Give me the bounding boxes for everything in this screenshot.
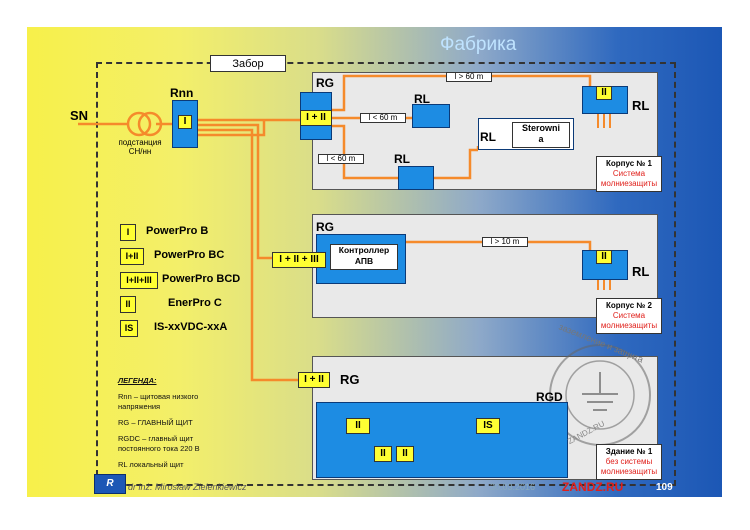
controller-line-1: Контроллер: [338, 245, 390, 255]
b2-name-box: Корпус № 2 Система молниезащиты: [596, 298, 662, 334]
footer-date: 30.03.2016: [490, 482, 536, 492]
note-line: RGDC – главный щит: [118, 434, 194, 443]
b3-dc-device-1: II: [346, 418, 370, 434]
b1-rl-label-1: RL: [414, 92, 430, 106]
b3-rgd-label: RGD: [536, 390, 563, 404]
footer-site: ZANDZ.RU: [562, 480, 624, 494]
b1-distance-2: l < 60 m: [360, 113, 406, 123]
b1-name: Корпус № 1: [606, 159, 652, 168]
b1-rl-label-3: RL: [480, 130, 496, 144]
b3-name-box: Здание № 1 без системы молниезащиты: [596, 444, 662, 480]
b1-distance-1: l > 60 m: [446, 72, 492, 82]
footer-logo: R: [94, 474, 126, 494]
notes-heading: ЛЕГЕНДА:: [118, 376, 157, 385]
notes: ЛЕГЕНДА: Rnn – щитовая низкого напряжени…: [118, 376, 200, 470]
fence-boundary: [96, 62, 676, 486]
substation-line-1: подстанция: [118, 138, 162, 147]
note-line: напряжения: [118, 402, 161, 411]
b3-rg-device: I + II: [298, 372, 330, 388]
b1-note-1: Система: [612, 169, 646, 178]
b1-rl-panel-2: [398, 166, 434, 190]
b1-rl-right-device: II: [596, 86, 612, 100]
b2-name: Корпус № 2: [606, 301, 652, 310]
substation-line-2: СН/нн: [128, 147, 152, 156]
legend-code: I+II: [120, 248, 144, 265]
legend-text: PowerPro B: [146, 225, 209, 237]
b2-controller: Контроллер АПВ: [330, 244, 398, 270]
note-line: RG – ГЛАВНЫЙ ЩИТ: [118, 418, 193, 427]
b2-rg-label: RG: [316, 220, 334, 234]
note-line: постоянного тока 220 В: [118, 444, 200, 453]
b3-note-2: молниезащиты: [600, 467, 658, 476]
b1-note-2: молниезащиты: [600, 179, 658, 188]
b2-note-2: молниезащиты: [600, 321, 658, 330]
footer-page: 109: [656, 482, 673, 493]
b3-rg-panel: [316, 402, 568, 478]
fence-label: Забор: [210, 55, 286, 72]
b3-dc-device-2: IS: [476, 418, 500, 434]
legend-code: I: [120, 224, 136, 241]
b2-rl-label: RL: [632, 264, 650, 279]
b2-distance: l > 10 m: [482, 237, 528, 247]
substation-label: подстанция СН/нн: [114, 138, 166, 156]
b2-note-1: Система: [612, 311, 646, 320]
rnn-label: Rnn: [170, 86, 194, 100]
note-line: RL локальный щит: [118, 460, 184, 469]
b3-dc-device-3: II: [374, 446, 392, 462]
legend-code: II: [120, 296, 136, 313]
b1-distance-3: l < 60 m: [318, 154, 364, 164]
page-title: Фабрика: [440, 34, 517, 55]
legend-text: IS-xxVDC-xxA: [154, 321, 228, 333]
b1-rg-label: RG: [316, 76, 334, 90]
sn-label: SN: [70, 108, 89, 123]
b1-name-box: Корпус № 1 Система молниезащиты: [596, 156, 662, 192]
b1-rl-label-2: RL: [394, 152, 410, 166]
note-line: Rnn – щитовая низкого: [118, 392, 199, 401]
b1-rg-device: I + II: [300, 110, 332, 126]
sterownia-line-1: Sterowni: [521, 123, 560, 133]
b3-rg-label: RG: [340, 372, 360, 387]
b1-rl-right-label: RL: [632, 98, 650, 113]
legend-text: PowerPro BC: [154, 249, 225, 261]
b1-sterownia: Sterowni a: [512, 122, 570, 148]
rnn-device: I: [178, 115, 192, 129]
legend-text: EnerPro C: [168, 297, 222, 309]
footer-author: dr inż. Mirosław Zielenkiewicz: [128, 482, 247, 492]
legend-code: I+II+III: [120, 272, 158, 289]
controller-line-2: АПВ: [354, 256, 374, 266]
b3-name: Здание № 1: [605, 447, 653, 456]
b1-rl-panel-1: [412, 104, 450, 128]
sterownia-line-2: a: [538, 134, 544, 144]
b2-rg-device: I + II + III: [272, 252, 326, 268]
b3-dc-device-4: II: [396, 446, 414, 462]
b1-rl-right-panel: [582, 86, 628, 114]
legend-text: PowerPro BCD: [162, 273, 241, 285]
b2-rl-device: II: [596, 250, 612, 264]
rnn-panel: [172, 100, 198, 148]
legend-code: IS: [120, 320, 138, 337]
b3-note-1: без системы: [605, 457, 653, 466]
